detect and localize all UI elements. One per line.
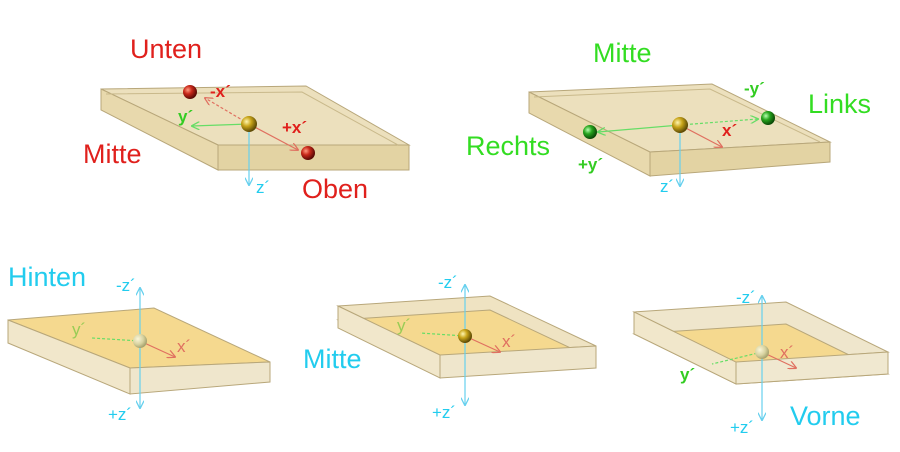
sphere-links [761, 111, 775, 125]
panel-5-axes [711, 296, 796, 420]
sphere-unten [183, 85, 197, 99]
axis-label-neg-y: -y´ [744, 79, 765, 98]
axis-label-pos-y: +y´ [578, 155, 603, 174]
axis-label-x: x´ [722, 121, 737, 140]
y-axis-line [711, 351, 763, 365]
sphere-center [672, 117, 688, 133]
panel-1-plate [100, 85, 411, 171]
neg-x-axis-line [205, 98, 250, 125]
panel-5-plate [632, 301, 890, 385]
pos-y-axis-line [598, 124, 681, 132]
label-oben: Oben [302, 174, 368, 204]
sphere-center [133, 334, 147, 348]
axis-label-y: y´ [397, 316, 411, 335]
label-mitte: Mitte [83, 139, 142, 169]
axis-label-neg-z: -z´ [116, 276, 136, 295]
axis-label-z: z´ [660, 177, 674, 196]
neg-y-axis-line [679, 119, 758, 126]
axis-label-x: x´ [502, 332, 516, 351]
y-axis-line [91, 337, 141, 342]
label-hinten: Hinten [8, 262, 86, 292]
label-mitte: Mitte [593, 38, 652, 68]
axis-label-pos-z: +z´ [108, 405, 132, 424]
plate-front-face [735, 351, 889, 385]
label-mitte: Mitte [303, 344, 362, 374]
plate-front-face [129, 361, 271, 395]
sphere-rechts [583, 125, 597, 139]
plate-left-face [337, 305, 441, 379]
axis-label-pos-z: +z´ [432, 403, 456, 422]
label-unten: Unten [130, 34, 202, 64]
axis-label-x: x´ [177, 337, 191, 356]
sphere-center [755, 345, 769, 359]
panel-3-plate [7, 307, 271, 395]
y-axis-line [192, 124, 250, 126]
sphere-oben [301, 146, 315, 160]
axis-label-y: y´ [72, 320, 86, 339]
axis-label-y: y´ [178, 107, 193, 126]
x-axis-line [248, 123, 298, 150]
axis-label-y: y´ [680, 365, 695, 384]
axis-label-pos-z: +z´ [730, 418, 754, 437]
label-rechts: Rechts [466, 131, 550, 161]
label-vorne: Vorne [790, 401, 861, 431]
plate-inner-edge [533, 88, 821, 143]
axis-label-neg-z: -z´ [438, 273, 458, 292]
label-links: Links [808, 89, 871, 119]
axis-label-z: z´ [256, 178, 270, 197]
sphere-center [458, 329, 472, 343]
plate-inner-edge [105, 91, 399, 146]
axis-label-neg-z: -z´ [736, 288, 756, 307]
plate-left-face [7, 319, 131, 395]
axis-label-pos-x: +x´ [282, 118, 307, 137]
panel-1-axes [192, 98, 298, 185]
sphere-center [241, 116, 257, 132]
axis-label-x: x´ [780, 343, 794, 362]
axis-label-neg-x: -x´ [210, 82, 231, 101]
plate-left-face [100, 88, 219, 171]
y-axis-line [419, 332, 466, 337]
